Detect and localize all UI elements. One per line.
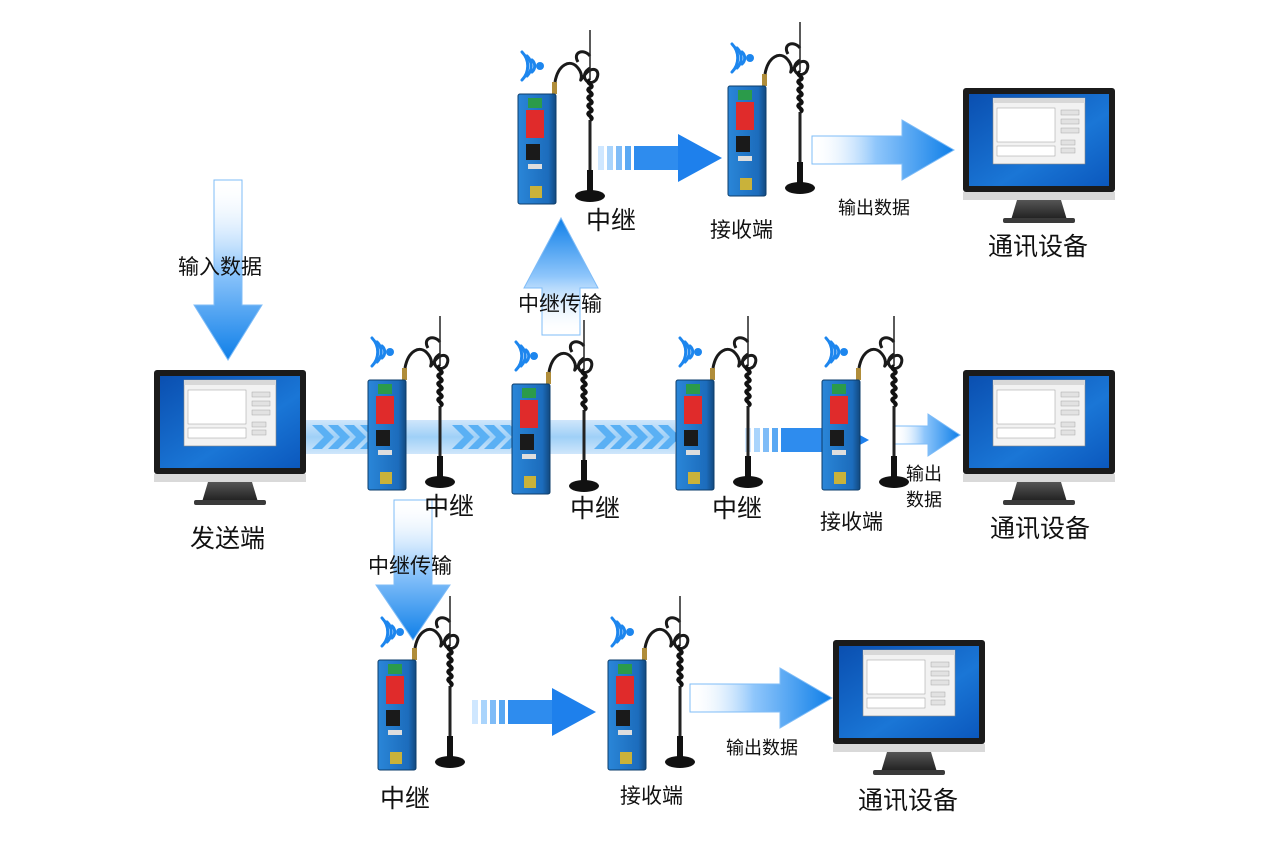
arrow-to-bottom-receiver (472, 688, 596, 736)
comm-device-monitor-middle-icon (962, 369, 1116, 506)
receiver-device-top (728, 22, 815, 196)
output-arrow-top (811, 119, 955, 181)
relay-label-top: 中继 (586, 206, 637, 235)
output-label-middle-line1: 输出 (906, 464, 942, 485)
relay-label-1: 中继 (424, 492, 475, 521)
receiver-label-middle: 接收端 (820, 510, 883, 534)
comm-device-label-top: 通讯设备 (988, 232, 1089, 261)
data-band (305, 420, 680, 454)
relay-device-3 (676, 316, 763, 490)
receiver-label-top: 接收端 (710, 218, 773, 242)
sender-label: 发送端 (190, 524, 266, 553)
relay-label-3: 中继 (712, 494, 763, 523)
relay-device-top (518, 30, 605, 204)
comm-device-label-middle: 通讯设备 (990, 514, 1091, 543)
relay-label-2: 中继 (570, 494, 621, 523)
input-data-label: 输入数据 (178, 255, 262, 279)
relay-up-arrow (523, 216, 599, 336)
comm-device-label-bottom: 通讯设备 (858, 786, 959, 815)
relay-down-arrow (375, 499, 451, 641)
output-label-middle-line2: 数据 (906, 490, 942, 511)
sender-monitor-icon (153, 369, 307, 506)
relay-device-2 (512, 320, 599, 494)
receiver-device-middle (822, 316, 909, 490)
receiver-label-bottom: 接收端 (620, 784, 683, 808)
output-arrow-middle (894, 413, 961, 457)
comm-device-monitor-bottom-icon (832, 639, 986, 776)
relay-transfer-label-down: 中继传输 (368, 554, 452, 578)
comm-device-monitor-top-icon (962, 87, 1116, 224)
output-data-label-top: 输出数据 (838, 198, 910, 219)
input-arrow (193, 179, 263, 361)
relay-device-1 (368, 316, 455, 490)
arrow-to-top-receiver (598, 134, 722, 182)
receiver-device-bottom (608, 596, 695, 770)
relay-label-bottom: 中继 (380, 784, 431, 813)
output-data-label-bottom: 输出数据 (726, 738, 798, 759)
relay-transfer-label-up: 中继传输 (518, 292, 602, 316)
output-arrow-bottom (689, 667, 833, 729)
